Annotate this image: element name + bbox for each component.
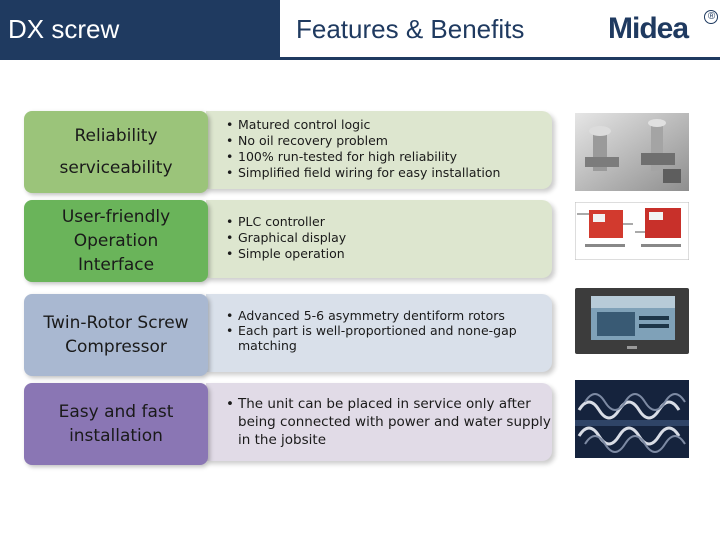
feature-panel: The unit can be placed in service only a…	[206, 383, 552, 461]
touch-panel-icon	[575, 288, 689, 366]
feature-label-line: Easy and fast	[58, 402, 174, 422]
feature-row-compressor: Twin-Rotor Screw Compressor Advanced 5-6…	[24, 294, 554, 376]
bullet-list: The unit can be placed in service only a…	[206, 383, 552, 449]
controller-display-icon	[574, 201, 690, 280]
feature-label: Twin-Rotor Screw Compressor	[24, 294, 208, 376]
feature-label: User-friendly Operation Interface	[24, 200, 208, 282]
bullet-item: Simplified field wiring for easy install…	[226, 165, 552, 181]
bullet-item: Matured control logic	[226, 117, 552, 133]
slide-header: DX screw Features & Benefits Midea ®	[0, 0, 720, 57]
feature-label: Easy and fast installation	[24, 383, 208, 465]
feature-row-installation: Easy and fast installation The unit can …	[24, 383, 554, 465]
feature-panel: Advanced 5-6 asymmetry dentiform rotors …	[206, 294, 552, 372]
header-bar: DX screw	[0, 0, 280, 57]
feature-row-interface: User-friendly Operation Interface PLC co…	[24, 200, 554, 282]
feature-label: Reliability serviceability	[24, 111, 208, 193]
feature-panel: Matured control logic No oil recovery pr…	[206, 111, 552, 189]
bullet-item: The unit can be placed in service only a…	[226, 395, 558, 449]
feature-label-line: serviceability	[59, 158, 173, 178]
feature-label-line: Interface	[77, 255, 155, 275]
bullet-item: Graphical display	[226, 230, 552, 246]
bullet-item: Advanced 5-6 asymmetry dentiform rotors	[226, 308, 552, 323]
midea-logo: Midea ®	[608, 10, 718, 46]
header-title: DX screw	[8, 14, 120, 44]
screw-rotors-icon	[575, 380, 689, 458]
feature-row-reliability: Reliability serviceability Matured contr…	[24, 111, 554, 193]
feature-panel: PLC controller Graphical display Simple …	[206, 200, 552, 278]
page-title: Features & Benefits	[296, 14, 525, 44]
registered-mark-icon: ®	[704, 10, 718, 24]
feature-label-line: Reliability	[74, 126, 158, 146]
feature-label-line: Compressor	[65, 337, 167, 357]
valve-photo-icon	[575, 113, 689, 191]
logo-text: Midea	[608, 12, 689, 45]
bullet-item: No oil recovery problem	[226, 133, 552, 149]
feature-label-line: installation	[69, 426, 163, 446]
bullet-item: 100% run-tested for high reliability	[226, 149, 552, 165]
feature-label-line: User-friendly	[61, 207, 171, 227]
feature-label-line: Operation	[73, 231, 159, 251]
bullet-item: PLC controller	[226, 214, 552, 230]
bullet-list: PLC controller Graphical display Simple …	[206, 200, 552, 262]
feature-label-line: Twin-Rotor Screw	[43, 313, 189, 333]
bullet-item: Simple operation	[226, 246, 552, 262]
header-divider	[0, 57, 720, 60]
bullet-list: Matured control logic No oil recovery pr…	[206, 111, 552, 181]
bullet-list: Advanced 5-6 asymmetry dentiform rotors …	[206, 294, 552, 353]
bullet-item: Each part is well-proportioned and none-…	[226, 323, 528, 353]
